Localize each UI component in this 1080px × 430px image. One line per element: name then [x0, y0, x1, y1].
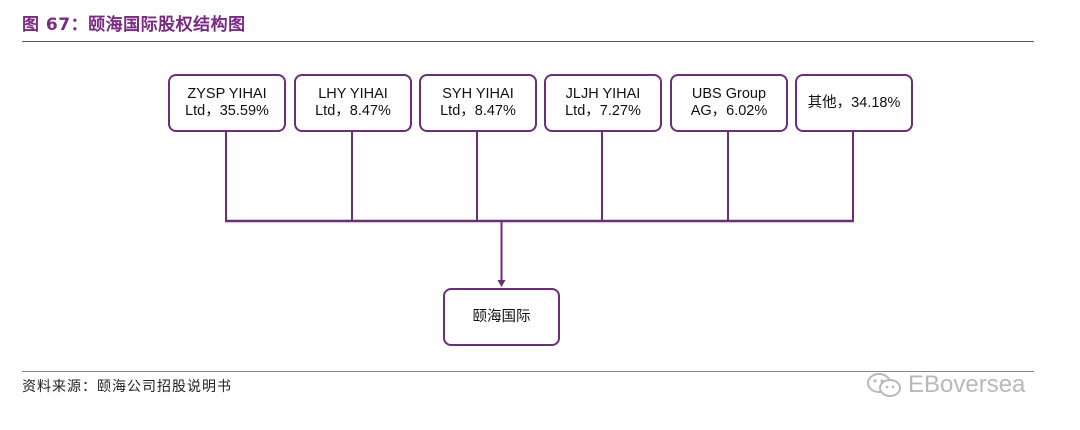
shareholder-label: UBS Group AG，6.02% [690, 86, 768, 119]
company-node-yihai: 颐海国际 [443, 288, 560, 346]
shareholder-label: JLJH YIHAI Ltd，7.27% [565, 86, 641, 119]
watermark: EBoversea [866, 371, 1025, 399]
figure-title: 图 67：颐海国际股权结构图 [22, 15, 246, 35]
wechat-icon [867, 373, 901, 397]
shareholder-node: 其他，34.18% [795, 74, 913, 132]
shareholder-label: SYH YIHAI Ltd，8.47% [440, 86, 516, 119]
shareholder-node: SYH YIHAI Ltd，8.47% [419, 74, 537, 132]
shareholder-label: LHY YIHAI Ltd，8.47% [315, 86, 391, 119]
bottom-divider [22, 371, 1034, 372]
shareholder-node: ZYSP YIHAI Ltd，35.59% [168, 74, 286, 132]
shareholder-label: ZYSP YIHAI Ltd，35.59% [185, 86, 269, 119]
top-divider [22, 41, 1034, 42]
shareholder-node: JLJH YIHAI Ltd，7.27% [544, 74, 662, 132]
connector-lines [225, 132, 854, 287]
arrow-head-icon [497, 280, 506, 287]
shareholder-node: UBS Group AG，6.02% [670, 74, 788, 132]
shareholder-label: 其他，34.18% [807, 94, 901, 111]
shareholder-node: LHY YIHAI Ltd，8.47% [294, 74, 412, 132]
source-note: 资料来源：颐海公司招股说明书 [22, 379, 232, 395]
company-node-label: 颐海国际 [472, 308, 531, 325]
watermark-text: EBoversea [908, 371, 1026, 398]
